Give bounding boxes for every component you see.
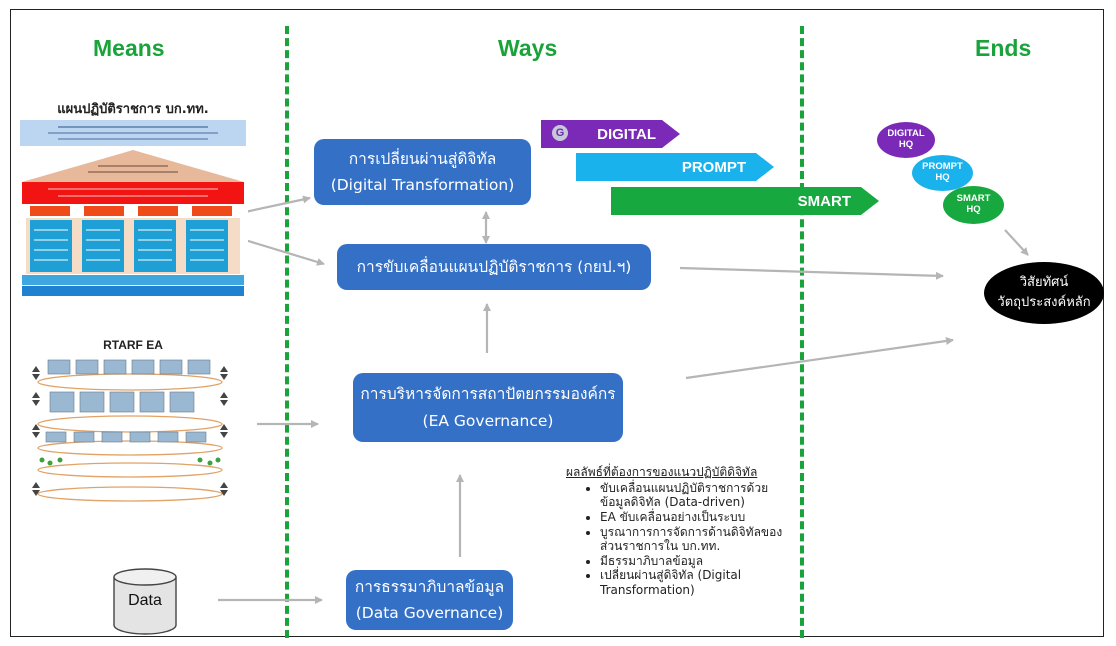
data-cylinder: Data bbox=[112, 567, 178, 637]
ea-layers-diagram bbox=[32, 359, 228, 502]
prompt-hq-line1: PROMPT bbox=[922, 161, 963, 173]
data-governance-en: (Data Governance) bbox=[355, 604, 504, 622]
diagram-frame bbox=[10, 9, 1104, 637]
ea-title: RTARF EA bbox=[103, 338, 163, 352]
database-icon bbox=[113, 568, 177, 635]
data-label: Data bbox=[128, 592, 162, 609]
digital-transformation-en: (Digital Transformation) bbox=[330, 176, 515, 194]
header-means: Means bbox=[93, 35, 165, 61]
outcome-item: ขับเคลื่อนแผนปฏิบัติราชการด้วยข้อมูลดิจิ… bbox=[600, 481, 786, 510]
box-data-governance: การธรรมาภิบาลข้อมูล (Data Governance) bbox=[346, 570, 513, 630]
box-digital-transformation: การเปลี่ยนผ่านสู่ดิจิทัล (Digital Transf… bbox=[314, 139, 531, 205]
smart-hq-line1: SMART bbox=[956, 193, 991, 205]
vision-oval: วิสัยทัศน์ วัตถุประสงค์หลัก bbox=[984, 262, 1104, 324]
plan-title: แผนปฏิบัติราชการ บก.ทท. bbox=[57, 102, 209, 117]
outcome-item: มีธรรมาภิบาลข้อมูล bbox=[600, 554, 786, 569]
plan-house-diagram bbox=[18, 118, 248, 298]
column-divider-left bbox=[285, 26, 289, 638]
digital-hq-line1: DIGITAL bbox=[887, 128, 925, 140]
smart-hq-badge: SMART HQ bbox=[943, 186, 1004, 224]
tag-prompt: PROMPT bbox=[576, 153, 774, 181]
data-governance-thai: การธรรมาภิบาลข้อมูล bbox=[354, 577, 505, 596]
outcome-item: เปลี่ยนผ่านสู่ดิจิทัล (Digital Transform… bbox=[600, 568, 786, 597]
header-ends: Ends bbox=[975, 35, 1032, 61]
plan-driving-thai: การขับเคลื่อนแผนปฏิบัติราชการ (กยป.ฯ) bbox=[356, 257, 632, 276]
outcome-title: ผลลัพธ์ที่ต้องการของแนวปฏิบัติดิจิทัล bbox=[566, 465, 758, 479]
ea-governance-en: (EA Governance) bbox=[422, 411, 554, 430]
column-divider-right bbox=[800, 26, 804, 638]
vision-line2: วัตถุประสงค์หลัก bbox=[997, 295, 1091, 310]
google-g-icon: G bbox=[552, 125, 568, 141]
digital-hq-line2: HQ bbox=[898, 139, 914, 150]
digital-transformation-thai: การเปลี่ยนผ่านสู่ดิจิทัล bbox=[348, 149, 497, 168]
outcome-item: EA ขับเคลื่อนอย่างเป็นระบบ bbox=[600, 510, 786, 525]
outcome-item: บูรณาการการจัดการด้านดิจิทัลของส่วนราชกา… bbox=[600, 525, 786, 554]
outcome-list: ผลลัพธ์ที่ต้องการของแนวปฏิบัติดิจิทัล ขั… bbox=[566, 465, 786, 598]
ea-governance-thai: การบริหารจัดการสถาปัตยกรรมองค์กร bbox=[360, 385, 616, 404]
box-ea-governance: การบริหารจัดการสถาปัตยกรรมองค์กร (EA Gov… bbox=[353, 373, 623, 442]
tag-smart: SMART bbox=[611, 187, 879, 215]
smart-hq-line2: HQ bbox=[966, 204, 981, 215]
header-ways: Ways bbox=[498, 35, 558, 61]
vision-line1: วิสัยทัศน์ bbox=[1019, 274, 1069, 290]
prompt-hq-line2: HQ bbox=[935, 172, 950, 183]
box-plan-driving: การขับเคลื่อนแผนปฏิบัติราชการ (กยป.ฯ) bbox=[337, 244, 651, 290]
prompt-hq-badge: PROMPT HQ bbox=[912, 155, 973, 191]
digital-hq-badge: DIGITAL HQ bbox=[877, 122, 935, 158]
